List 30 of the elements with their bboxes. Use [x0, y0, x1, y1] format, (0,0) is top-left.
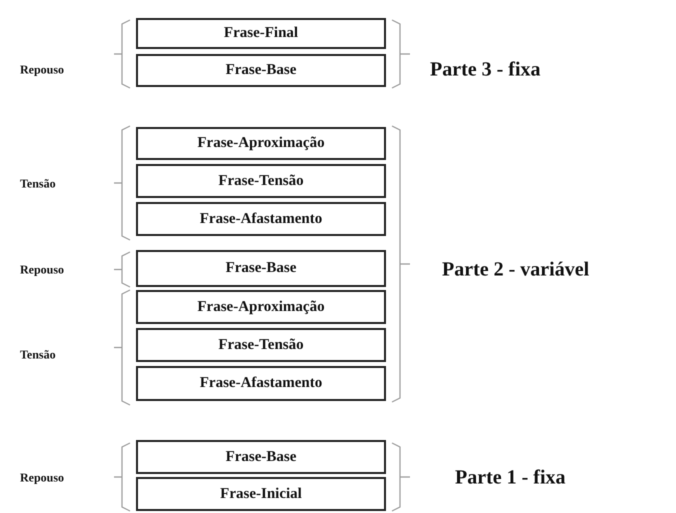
- phrase-box: [136, 202, 386, 236]
- phrase-box: [136, 328, 386, 362]
- phrase-box: [136, 54, 386, 87]
- phrase-label: Frase-Tensão: [218, 336, 304, 354]
- phrase-label: Frase-Tensão: [218, 172, 304, 190]
- phrase-box: [136, 127, 386, 160]
- group-label: Repouso: [20, 62, 64, 78]
- phrase-label: Frase-Aproximação: [197, 135, 325, 152]
- phrase-label: Frase-Afastamento: [200, 375, 322, 392]
- phrase-label: Frase-Base: [226, 448, 296, 466]
- group-label: Repouso: [20, 262, 64, 278]
- phrase-box: [136, 250, 386, 287]
- phrase-box: [136, 440, 386, 474]
- phrase-label: Frase-Aproximação: [197, 298, 325, 316]
- section-label: Parte 3 - fixa: [430, 58, 541, 82]
- section-label: Parte 1 - fixa: [455, 466, 566, 490]
- group-label: Tensão: [20, 176, 56, 192]
- section-label: Parte 2 - variável: [442, 258, 590, 282]
- phrase-box: [136, 290, 386, 324]
- phrase-label: Frase-Base: [226, 62, 296, 79]
- phrase-box: [136, 18, 386, 49]
- phrase-label: Frase-Final: [224, 25, 298, 42]
- phrase-box: [136, 366, 386, 401]
- phrase-box: [136, 477, 386, 511]
- phrase-label: Frase-Afastamento: [200, 210, 322, 228]
- group-label: Tensão: [20, 348, 56, 362]
- phrase-label: Frase-Base: [226, 260, 296, 277]
- phrase-label: Frase-Inicial: [220, 486, 302, 502]
- phrase-box: [136, 164, 386, 198]
- group-label: Repouso: [20, 470, 64, 486]
